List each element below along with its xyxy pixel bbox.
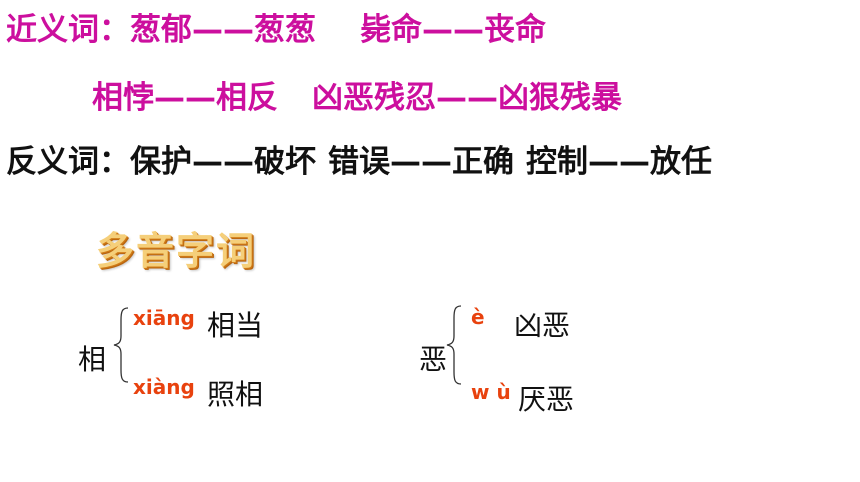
synonym-pair: 葱郁——葱葱 xyxy=(130,12,316,48)
antonym-pair: 保护——破坏 xyxy=(130,144,316,180)
antonym-pair: 控制——放任 xyxy=(526,144,712,180)
antonyms-line: 反义词：保护——破坏错误——正确控制——放任 xyxy=(6,136,712,181)
polyphonic-word: 厌恶 xyxy=(518,383,575,416)
synonym-pair: 相悖——相反 xyxy=(92,80,278,116)
polyphonic-word: 照相 xyxy=(207,378,264,411)
polyphonic-word: 凶恶 xyxy=(514,309,571,342)
pinyin-label: xiāng xyxy=(133,306,195,330)
polyphonic-char: 恶 xyxy=(419,343,448,376)
synonyms-label: 近义词： xyxy=(6,12,130,48)
synonyms-line-1: 近义词：葱郁——葱葱 毙命——丧命 xyxy=(6,4,546,49)
polyphonic-char: 相 xyxy=(78,343,107,376)
antonym-pair: 错误——正确 xyxy=(328,144,514,180)
pinyin-label: è xyxy=(471,305,485,329)
synonym-pair: 凶恶残忍——凶狠残暴 xyxy=(312,80,622,116)
pinyin-label: w ù xyxy=(471,380,511,404)
polyphonic-heading: 多音字词 xyxy=(96,229,257,273)
synonym-pair: 毙命——丧命 xyxy=(360,12,546,48)
polyphonic-word: 相当 xyxy=(207,309,264,342)
antonyms-label: 反义词： xyxy=(6,144,130,180)
curly-brace-icon xyxy=(113,307,129,383)
synonyms-line-2: 相悖——相反凶恶残忍——凶狠残暴 xyxy=(92,72,622,117)
pinyin-label: xiàng xyxy=(133,375,195,399)
curly-brace-icon xyxy=(446,305,462,385)
